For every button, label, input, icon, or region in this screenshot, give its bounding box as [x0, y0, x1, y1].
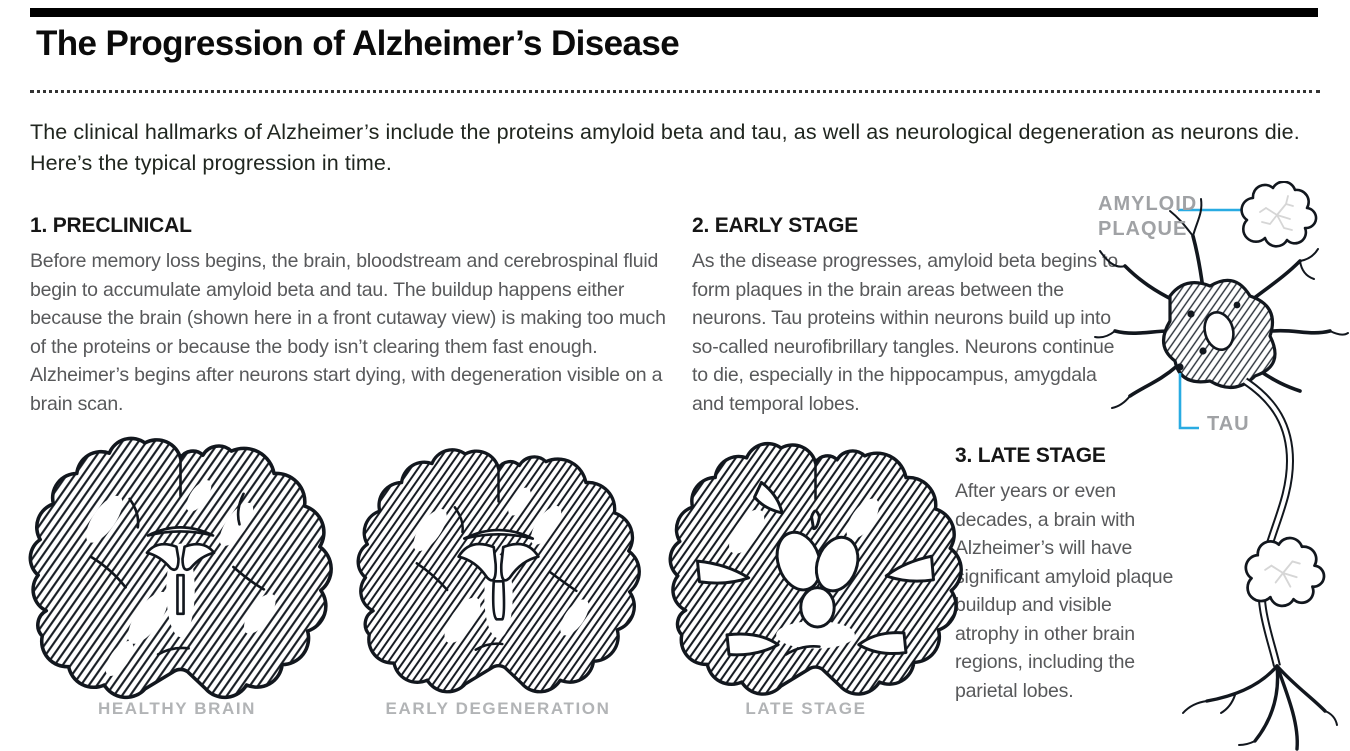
brain-illustration-healthy	[28, 436, 333, 700]
top-rule-bar	[30, 8, 1318, 17]
section-early-stage: 2. EARLY STAGE As the disease progresses…	[692, 214, 1130, 418]
section-late-stage-body: After years or even decades, a brain wit…	[955, 480, 1174, 702]
caption-early-degeneration: EARLY DEGENERATION	[385, 699, 611, 718]
section-early-stage-heading: 2. EARLY STAGE	[692, 214, 859, 237]
neuron-illustration	[1094, 181, 1349, 751]
page-title: The Progression of Alzheimer’s Disease	[36, 24, 680, 63]
brain-illustration-early-degeneration	[356, 448, 641, 694]
label-tau: TAU	[1207, 413, 1250, 435]
caption-late-stage: LATE STAGE	[745, 699, 867, 718]
axon-terminals	[1182, 664, 1338, 751]
caption-healthy-brain: HEALTHY BRAIN	[97, 699, 257, 718]
section-preclinical: 1. PRECLINICAL Before memory loss begins…	[30, 214, 670, 418]
label-amyloid-plaque: AMYLOID PLAQUE	[1098, 193, 1198, 240]
section-late-stage-heading: 3. LATE STAGE	[955, 444, 1106, 467]
section-early-stage-body: As the disease progresses, amyloid beta …	[692, 250, 1118, 415]
amyloid-plaque-top	[1240, 181, 1318, 248]
brain-illustration-late-stage	[668, 441, 963, 696]
intro-paragraph: The clinical hallmarks of Alzheimer’s in…	[30, 120, 1300, 175]
section-late-stage: 3. LATE STAGE After years or even decade…	[955, 444, 1177, 705]
section-preclinical-heading: 1. PRECLINICAL	[30, 214, 192, 237]
amyloid-plaque-bottom	[1244, 536, 1326, 608]
neuron-nucleus	[1203, 310, 1235, 352]
dotted-divider	[30, 90, 1320, 93]
section-preclinical-body: Before memory loss begins, the brain, bl…	[30, 250, 666, 415]
tau-tangles	[1176, 301, 1241, 371]
tau-leader-line	[1178, 373, 1199, 430]
